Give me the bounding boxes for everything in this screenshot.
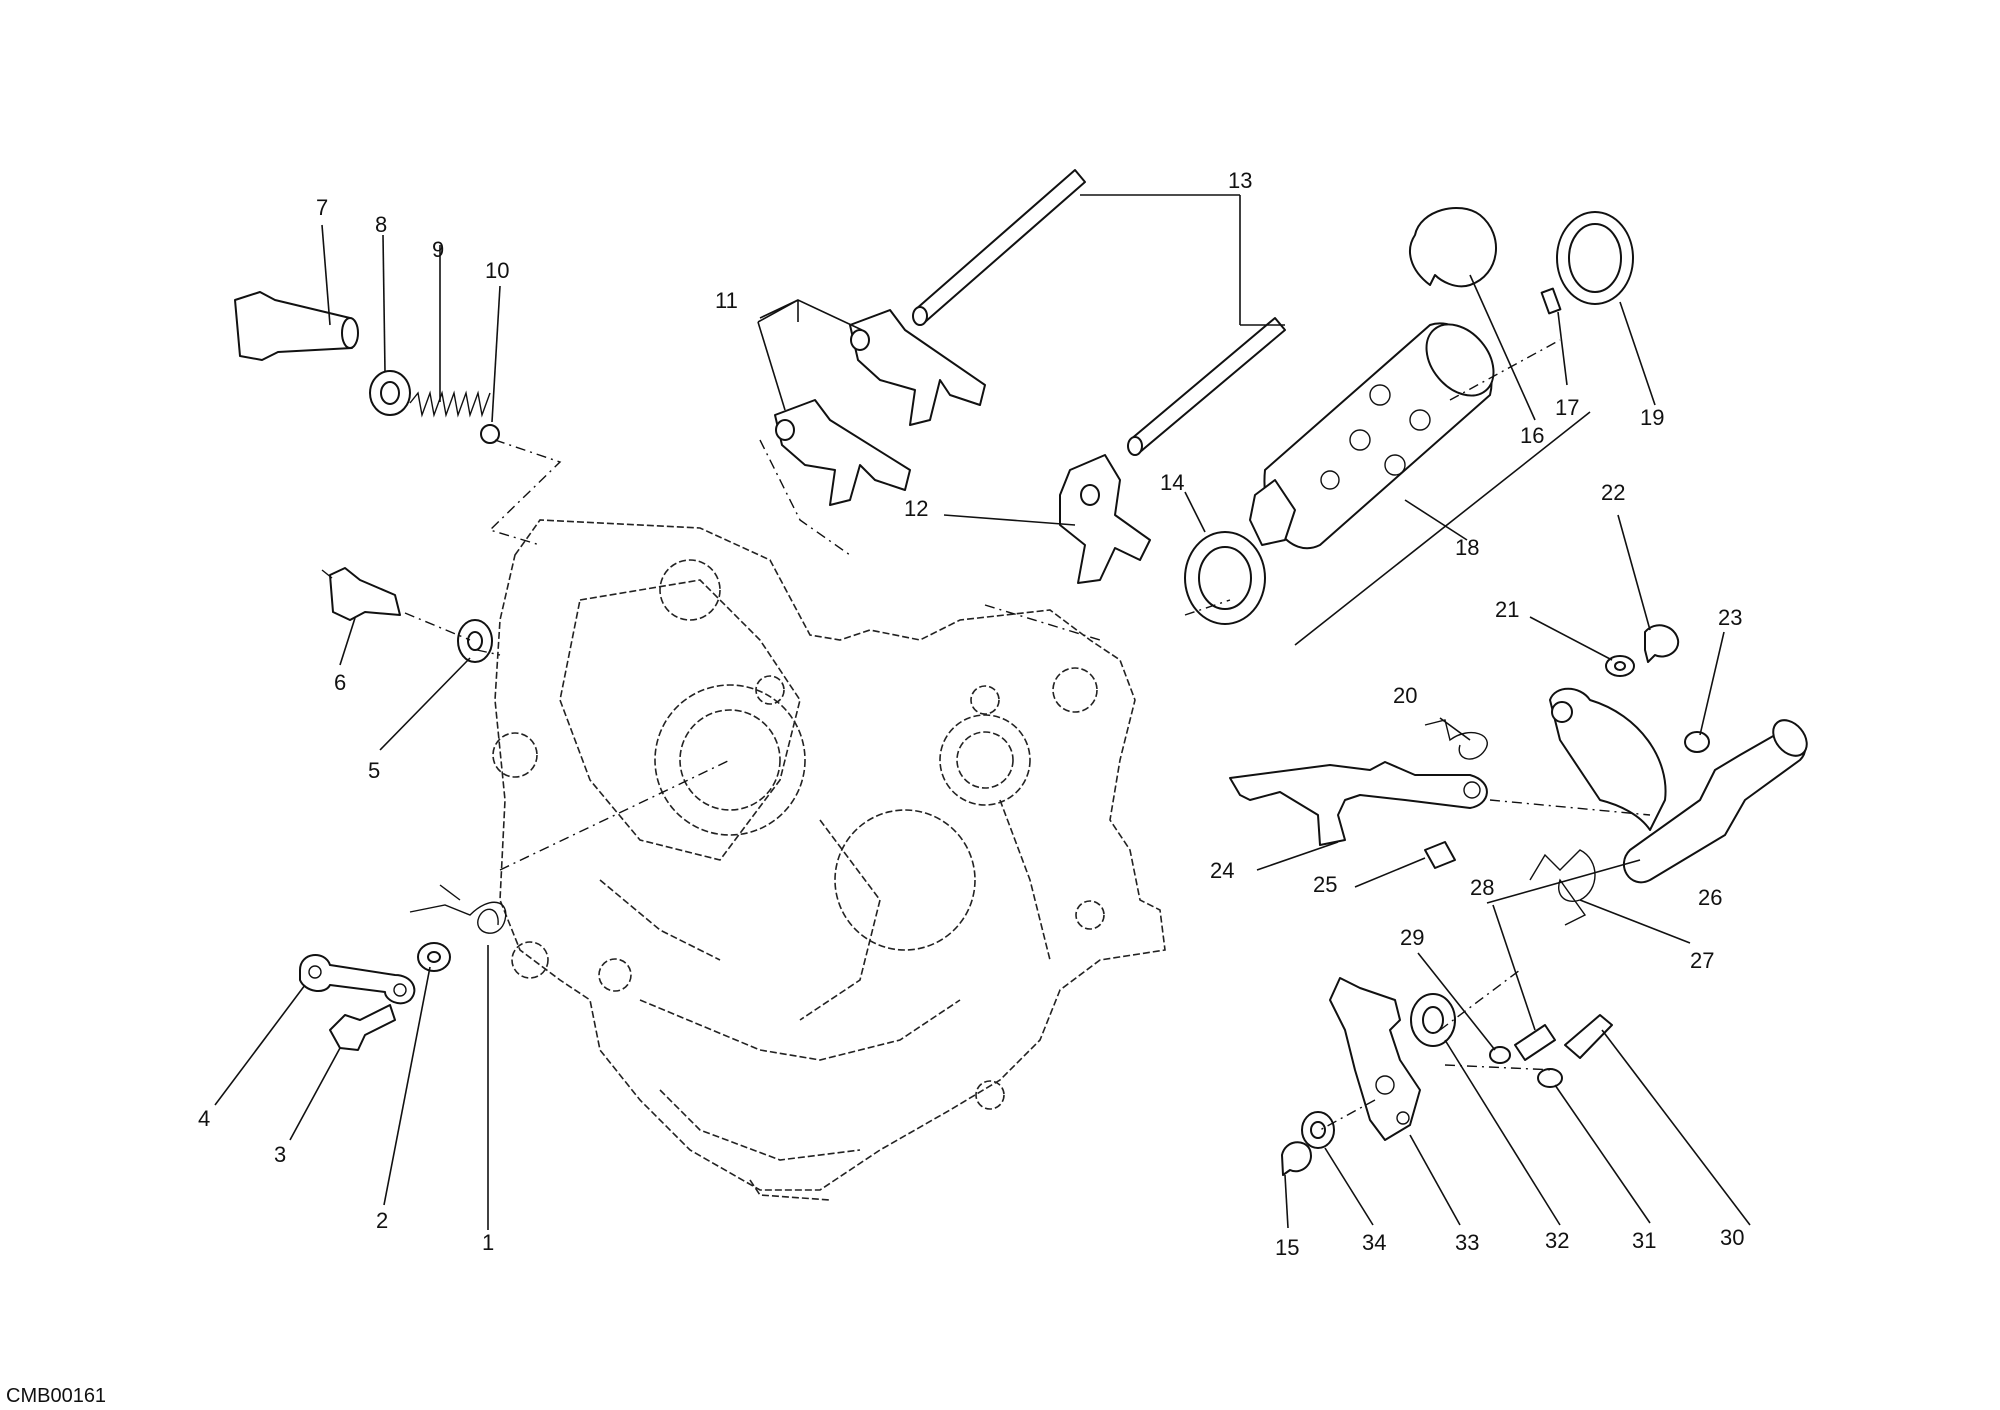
callout-labels: 1 2 3 4 5 6 7 8 9 10 11 12 13 14 15 16 1… <box>198 168 1744 1260</box>
fork-rod-upper <box>912 169 1086 326</box>
callout-13: 13 <box>1228 168 1252 193</box>
index-washer-34 <box>1301 1111 1335 1149</box>
callout-7: 7 <box>316 195 328 220</box>
callout-34: 34 <box>1362 1230 1386 1255</box>
index-screw-28 <box>1514 1024 1556 1061</box>
callout-29: 29 <box>1400 925 1424 950</box>
stop-pin-25 <box>1424 841 1456 869</box>
callout-9: 9 <box>432 237 444 262</box>
callout-5: 5 <box>368 758 380 783</box>
lever-washer <box>417 942 451 972</box>
drum-bearing-ring <box>1184 531 1266 625</box>
drum-pin <box>1540 287 1562 315</box>
shift-circlip-22 <box>1644 624 1680 663</box>
detent-ball <box>480 424 500 444</box>
callout-4: 4 <box>198 1106 210 1131</box>
callout-11: 11 <box>715 288 738 313</box>
callout-18: 18 <box>1455 535 1479 560</box>
drum-shim <box>1556 211 1634 305</box>
callout-12: 12 <box>904 496 928 521</box>
shift-washer-21 <box>1605 655 1635 677</box>
index-washer-32 <box>1410 993 1456 1047</box>
index-washer-31 <box>1537 1068 1563 1088</box>
detent-spring <box>409 390 491 418</box>
crankcase-half <box>492 519 1166 1201</box>
index-screw-30 <box>1564 1014 1613 1059</box>
callout-23: 23 <box>1718 605 1742 630</box>
drawing-code: CMB00161 <box>6 1385 106 1407</box>
leader-lines <box>214 194 1751 1230</box>
callout-20: 20 <box>1393 683 1417 708</box>
sensor-washer <box>457 619 493 663</box>
lever-bolt <box>329 1004 396 1051</box>
callout-17: 17 <box>1555 395 1579 420</box>
callout-10: 10 <box>485 258 509 283</box>
index-plate <box>1329 977 1421 1141</box>
selector-fork-b <box>774 399 911 506</box>
callout-21: 21 <box>1495 597 1519 622</box>
callout-14: 14 <box>1160 470 1184 495</box>
callout-22: 22 <box>1601 480 1625 505</box>
fork-rod-lower <box>1127 317 1286 456</box>
selector-drum <box>1249 322 1495 550</box>
callout-3: 3 <box>274 1142 286 1167</box>
callout-19: 19 <box>1640 405 1664 430</box>
callout-25: 25 <box>1313 872 1337 897</box>
callout-31: 31 <box>1632 1228 1656 1253</box>
shift-shaft <box>1623 719 1808 884</box>
callout-27: 27 <box>1690 948 1714 973</box>
index-washer-29 <box>1489 1046 1511 1064</box>
shift-lever-arm <box>1229 761 1488 846</box>
callout-16: 16 <box>1520 423 1544 448</box>
callout-15: 15 <box>1275 1235 1299 1260</box>
callout-26: 26 <box>1698 885 1722 910</box>
callout-33: 33 <box>1455 1230 1479 1255</box>
callout-8: 8 <box>375 212 387 237</box>
arm-spring <box>1424 719 1488 760</box>
callout-24: 24 <box>1210 858 1234 883</box>
drum-group-bar <box>1294 411 1591 646</box>
neutral-sensor <box>321 567 401 621</box>
callout-28: 28 <box>1470 875 1494 900</box>
callout-6: 6 <box>334 670 346 695</box>
return-spring <box>409 884 507 934</box>
detent-plug <box>234 291 359 361</box>
callout-32: 32 <box>1545 1228 1569 1253</box>
callout-30: 30 <box>1720 1225 1744 1250</box>
assembly-lines <box>404 339 1651 1131</box>
detent-washer <box>369 370 411 416</box>
selector-fork-c <box>1059 454 1151 584</box>
shift-bush-23 <box>1684 731 1710 753</box>
selector-fork-a <box>849 309 986 426</box>
callout-1: 1 <box>482 1230 494 1255</box>
shift-quadrant-plate <box>1549 687 1667 831</box>
selector-lever <box>299 954 416 1005</box>
drum-circlip <box>1409 206 1497 288</box>
index-circlip-15 <box>1281 1141 1312 1176</box>
callout-2: 2 <box>376 1208 388 1233</box>
